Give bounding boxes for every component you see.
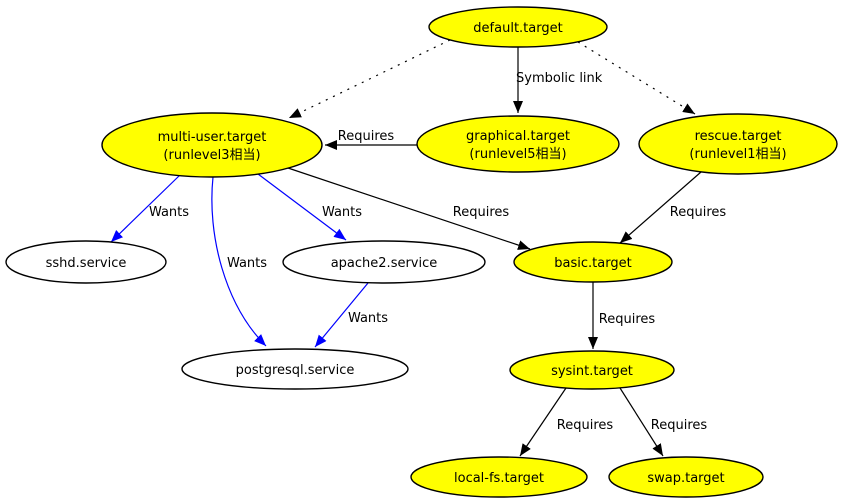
node-sysint-target: sysint.target: [509, 350, 675, 390]
edge-label-wants-postgresql: Wants: [227, 256, 267, 271]
node-sshd-service-label: sshd.service: [46, 256, 127, 271]
node-rescue-target-sublabel: (runlevel1相当): [689, 147, 786, 162]
edge-multi-user-to-apache2: [257, 173, 347, 241]
edge-label-requires-swap: Requires: [651, 418, 708, 433]
edge-label-requires-local-fs: Requires: [557, 418, 614, 433]
node-apache2-service-shape: [282, 240, 486, 284]
node-default-target-shape: [428, 6, 608, 48]
edge-label-symbolic-link: Symbolic link: [516, 71, 603, 86]
edge-label-wants-apache2-postgresql: Wants: [348, 311, 388, 326]
black-edges: [287, 39, 702, 457]
node-graphical-target-label: graphical.target: [466, 129, 570, 144]
node-local-fs-target: local-fs.target: [410, 456, 588, 498]
edge-label-wants-sshd: Wants: [149, 205, 189, 220]
edge-label-requires-basic-sysint: Requires: [599, 312, 656, 327]
edge-sysint-to-swap: [619, 387, 664, 457]
node-basic-target-label: basic.target: [554, 256, 631, 271]
node-multi-user-target-sublabel: (runlevel3相当): [163, 148, 260, 163]
node-sshd-service: sshd.service: [5, 240, 167, 284]
edge-multi-user-to-postgresql: [211, 176, 267, 347]
edge-label-requires-graphical: Requires: [338, 129, 395, 144]
node-local-fs-target-label: local-fs.target: [454, 471, 544, 486]
node-sysint-target-shape: [509, 350, 675, 390]
blue-edges: [110, 173, 369, 348]
node-multi-user-target-shape: [101, 112, 323, 178]
node-postgresql-service-label: postgresql.service: [236, 363, 355, 378]
nodes: default.target multi-user.target (runlev…: [5, 6, 838, 498]
node-postgresql-service: postgresql.service: [181, 348, 409, 390]
edge-label-wants-apache2: Wants: [322, 205, 362, 220]
edge-labels: Symbolic link Requires Wants Wants Wants…: [149, 71, 726, 433]
edge-label-requires-rescue-basic: Requires: [670, 205, 727, 220]
node-apache2-service-label: apache2.service: [331, 256, 438, 271]
node-graphical-target-sublabel: (runlevel5相当): [469, 147, 566, 162]
node-rescue-target-label: rescue.target: [695, 129, 782, 144]
edge-label-requires-multi-basic: Requires: [453, 205, 510, 220]
node-basic-target-shape: [513, 241, 673, 283]
node-rescue-target: rescue.target (runlevel1相当): [638, 113, 838, 175]
edge-rescue-to-basic: [619, 171, 702, 244]
node-local-fs-target-shape: [410, 456, 588, 498]
node-graphical-target: graphical.target (runlevel5相当): [416, 115, 620, 173]
node-postgresql-service-shape: [181, 348, 409, 390]
node-default-target: default.target: [428, 6, 608, 48]
node-multi-user-target-label: multi-user.target: [158, 130, 267, 145]
node-default-target-label: default.target: [473, 21, 562, 36]
edge-multi-user-to-sshd: [110, 174, 181, 243]
edge-apache2-to-postgresql: [314, 282, 369, 348]
node-sysint-target-label: sysint.target: [551, 364, 633, 379]
node-rescue-target-shape: [638, 113, 838, 175]
node-swap-target-label: swap.target: [647, 471, 724, 486]
node-multi-user-target: multi-user.target (runlevel3相当): [101, 112, 323, 178]
edge-sysint-to-local-fs: [519, 387, 567, 457]
node-swap-target-shape: [608, 456, 764, 498]
node-graphical-target-shape: [416, 115, 620, 173]
edge-multi-user-to-basic: [287, 167, 531, 250]
node-basic-target: basic.target: [513, 241, 673, 283]
node-apache2-service: apache2.service: [282, 240, 486, 284]
edge-default-to-multi-user: [288, 39, 451, 119]
node-swap-target: swap.target: [608, 456, 764, 498]
node-sshd-service-shape: [5, 240, 167, 284]
